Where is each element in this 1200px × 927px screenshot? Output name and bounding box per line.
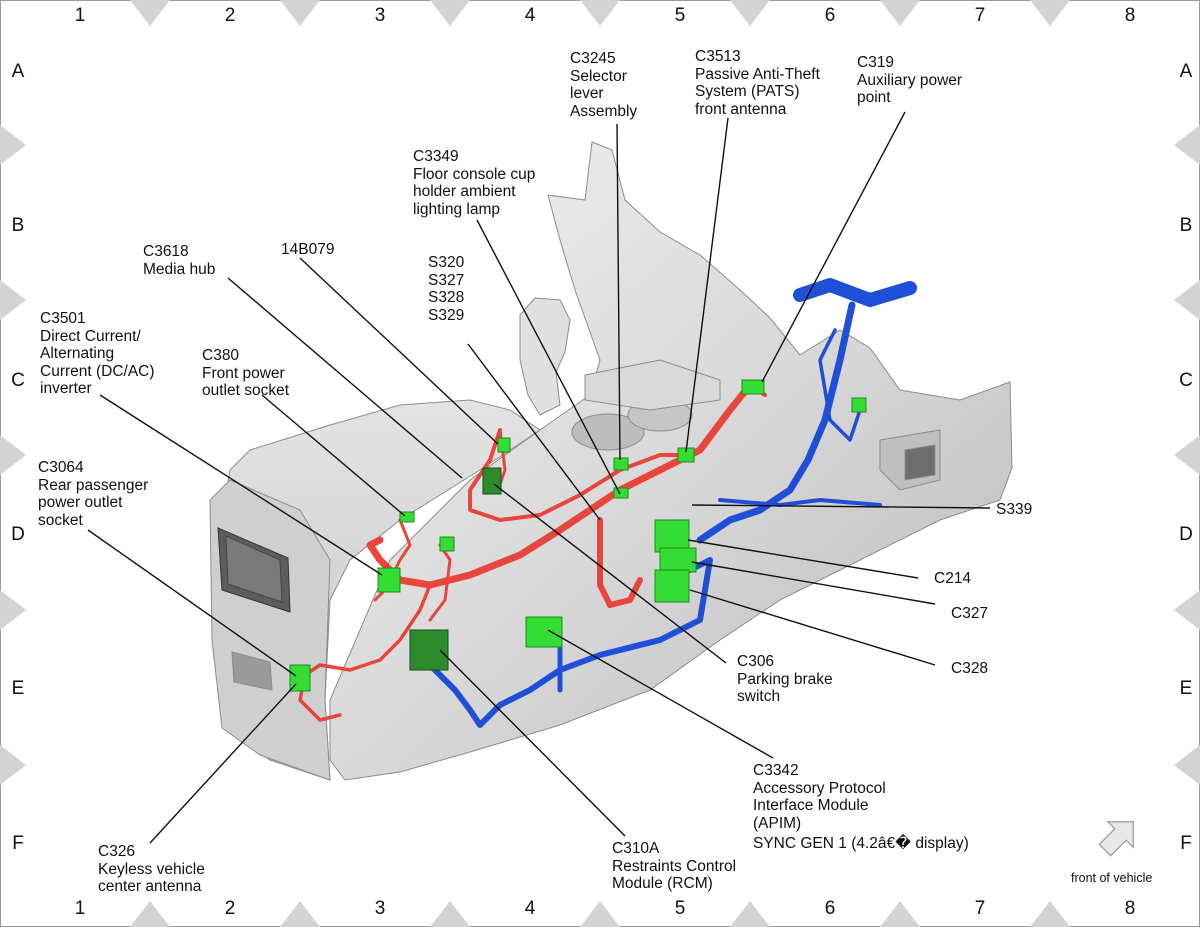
grid-column-bottom-1: 1 [74, 898, 86, 919]
grid-column-top-5: 5 [674, 5, 686, 26]
grid-row-left-C: C [11, 370, 25, 391]
label-c3513-pats-antenna: C3513 Passive Anti-Theft System (PATS) f… [695, 48, 820, 118]
grid-column-bottom-8: 8 [1124, 898, 1136, 919]
label-c3245-selector-lever: C3245 Selector lever Assembly [570, 50, 638, 120]
label-c328: C328 [951, 660, 989, 677]
arrow-up-right-icon [1098, 821, 1134, 857]
connectors [289, 379, 867, 692]
grid-row-right-B: B [1179, 215, 1193, 236]
label-c326-keyless-antenna: C326 Keyless vehicle center antenna [98, 843, 205, 895]
grid-column-top-2: 2 [224, 5, 236, 26]
grid-column-top-1: 1 [74, 5, 86, 26]
label-c3501-dc-ac-inverter: C3501 Direct Current/ Alternating Curren… [40, 310, 155, 397]
label-14b079: 14B079 [281, 241, 335, 258]
grid-column-bottom-3: 3 [374, 898, 386, 919]
label-c3064-rear-power-outlet: C3064 Rear passenger power outlet socket [38, 459, 149, 529]
label-c3618-media-hub: C3618 Media hub [143, 243, 216, 278]
label-c310a-rcm: C310A Restraints Control Module (RCM) [612, 840, 737, 892]
front-of-vehicle-label: front of vehicle [1071, 871, 1153, 885]
grid-row-left-D: D [11, 524, 25, 545]
label-c319-auxiliary-power-point: C319 Auxiliary power point [857, 54, 963, 106]
grid-column-bottom-2: 2 [224, 898, 236, 919]
leader-lines [87, 111, 991, 844]
grid-column-top-8: 8 [1124, 5, 1136, 26]
dark-green-modules [409, 467, 502, 671]
grid-column-top-7: 7 [974, 5, 986, 26]
label-c214: C214 [934, 570, 972, 587]
grid-row-left-A: A [11, 61, 25, 82]
label-c3342-apim: C3342 Accessory Protocol Interface Modul… [753, 762, 886, 832]
grid-row-right-C: C [1179, 370, 1193, 391]
grid-row-right-F: F [1180, 833, 1192, 854]
grid-row-right-E: E [1179, 678, 1193, 699]
label-c3342-sync-note: SYNC GEN 1 (4.2â€� display) [753, 835, 969, 852]
grid-column-bottom-4: 4 [524, 898, 536, 919]
grid-column-top-3: 3 [374, 5, 386, 26]
label-splices-s320-s329: S320 S327 S328 S329 [428, 254, 465, 324]
grid-row-left-B: B [11, 215, 25, 236]
grid-column-top-6: 6 [824, 5, 836, 26]
label-c306-parking-brake-switch: C306 Parking brake switch [737, 653, 833, 705]
grid-row-right-D: D [1179, 524, 1193, 545]
grid-row-left-F: F [12, 833, 24, 854]
label-c327: C327 [951, 605, 989, 622]
grid-column-bottom-7: 7 [974, 898, 986, 919]
blue-harness [427, 278, 917, 728]
grid-row-right-A: A [1179, 61, 1193, 82]
grid-column-bottom-5: 5 [674, 898, 686, 919]
grid-column-bottom-6: 6 [824, 898, 836, 919]
label-c380-front-power-outlet: C380 Front power outlet socket [202, 347, 290, 399]
label-c3349-cup-holder-lamp: C3349 Floor console cup holder ambient l… [413, 148, 536, 218]
grid-column-top-4: 4 [524, 5, 536, 26]
grid-row-left-E: E [11, 678, 25, 699]
floor-console [209, 141, 1013, 781]
label-s339: S339 [996, 501, 1033, 518]
